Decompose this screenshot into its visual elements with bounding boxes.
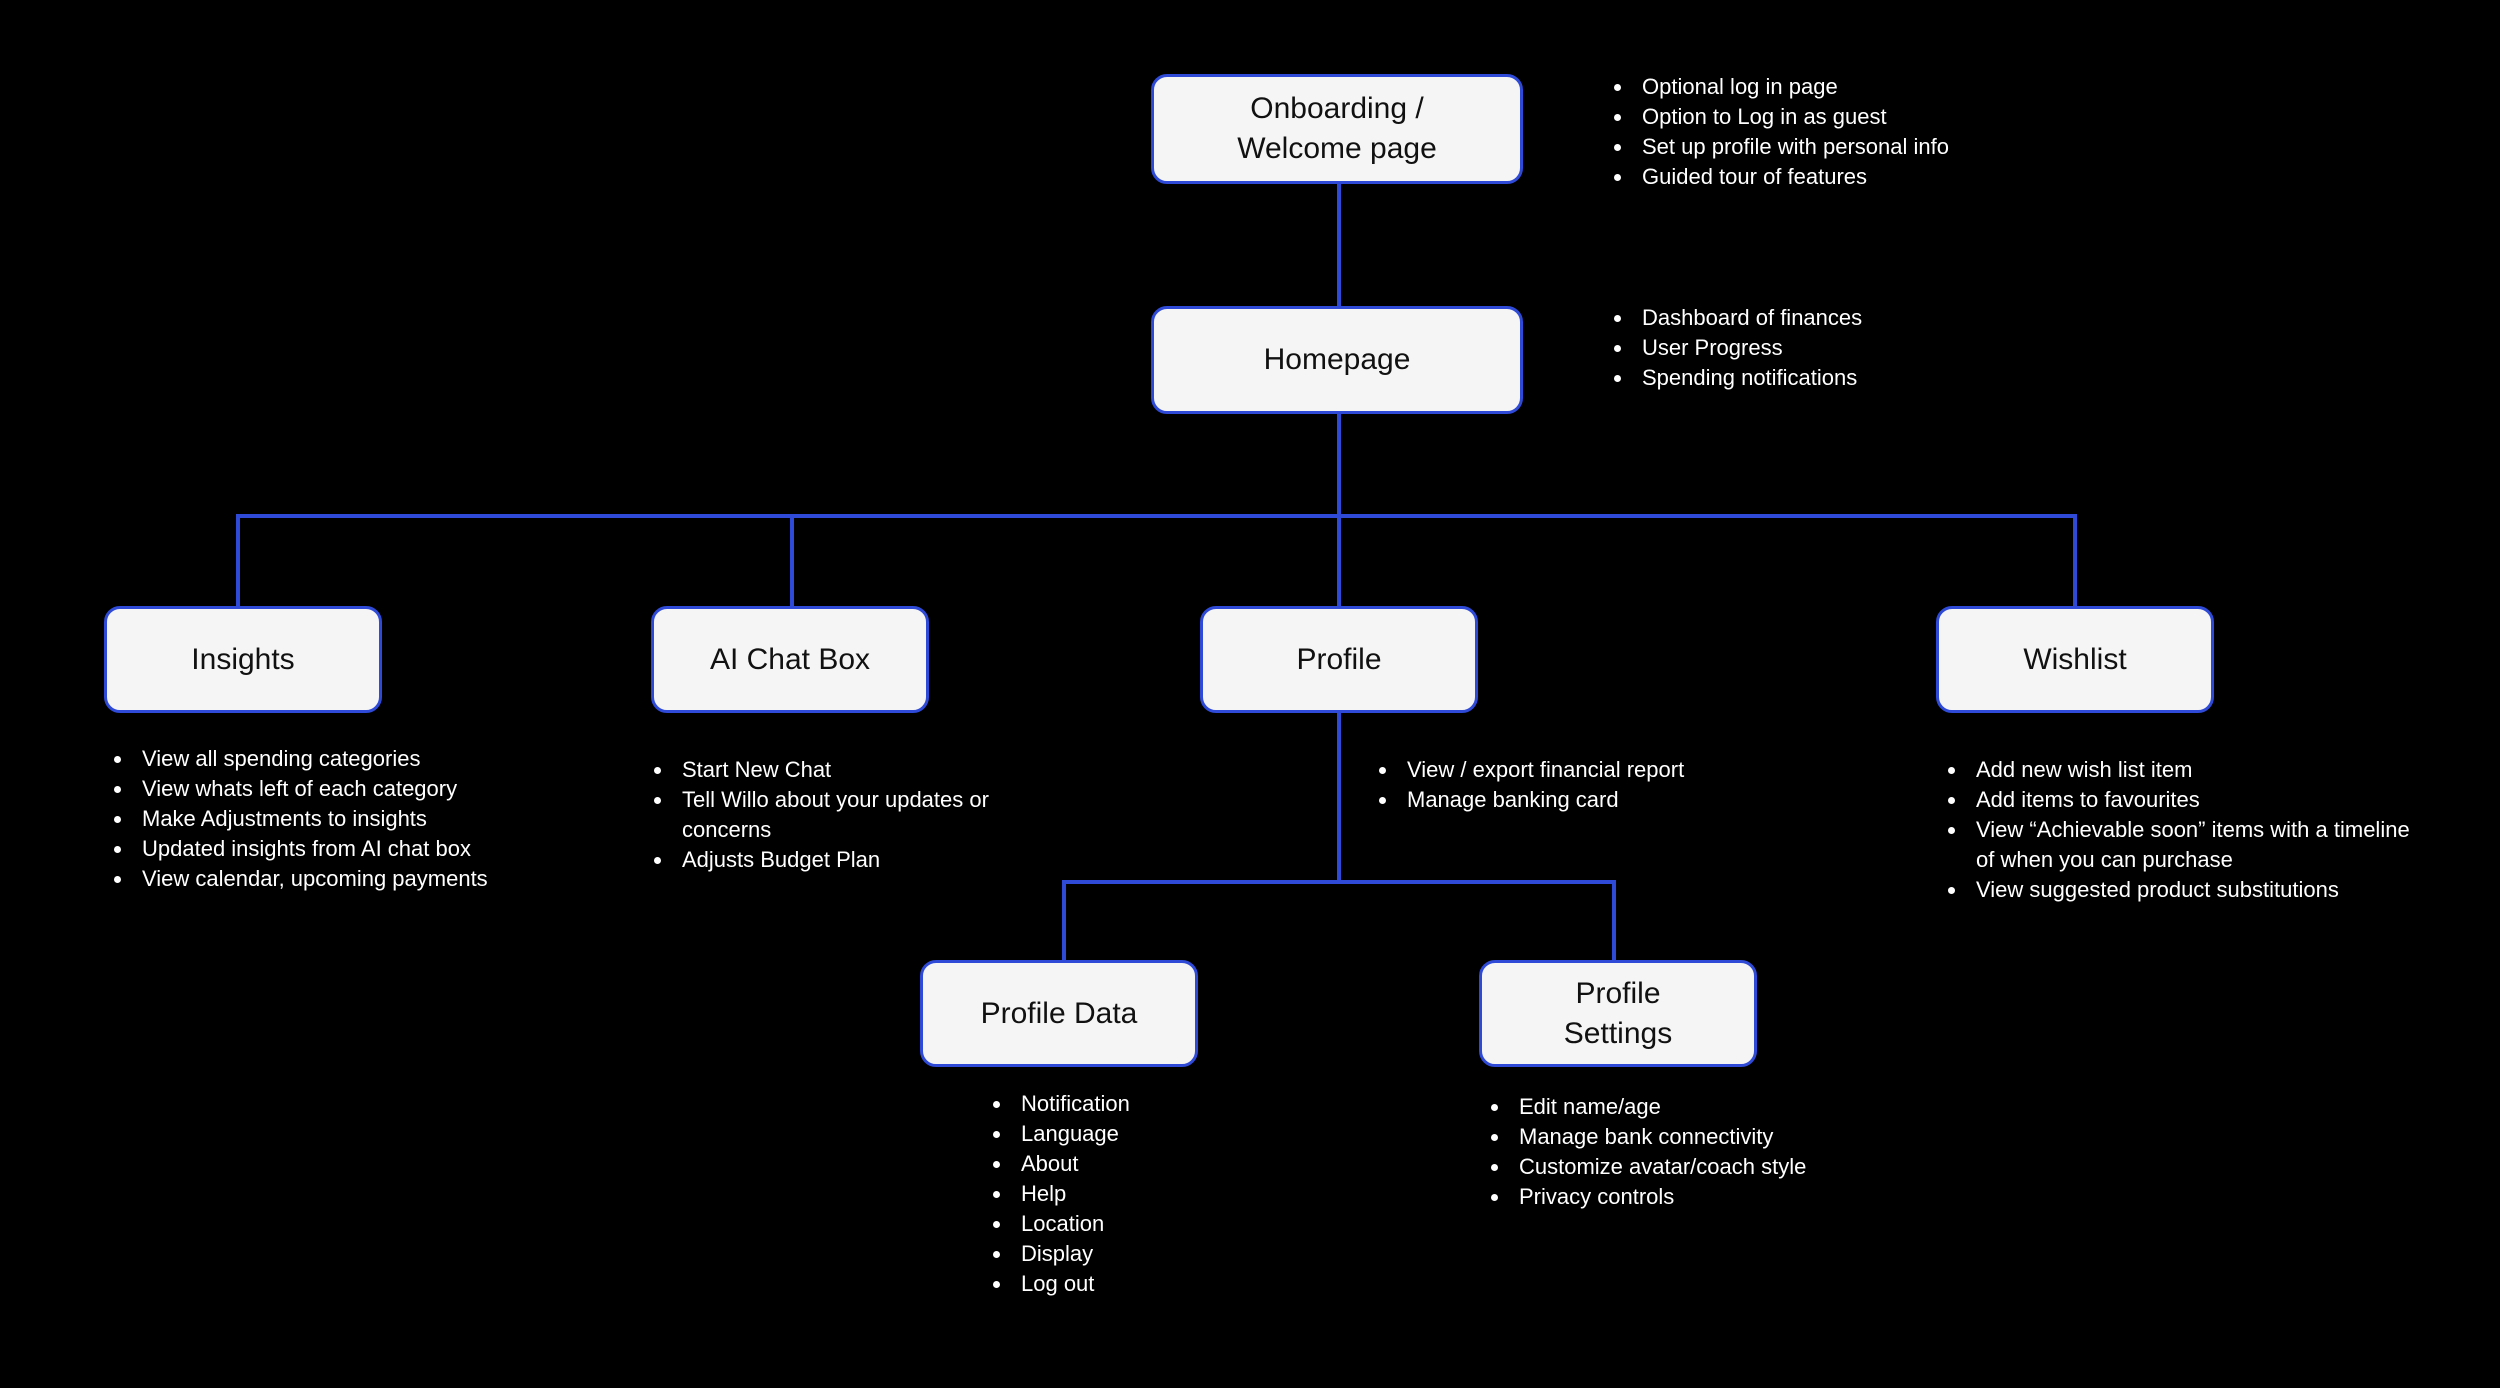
note-item: View suggested product substitutions bbox=[1968, 875, 2418, 905]
note-item: Adjusts Budget Plan bbox=[674, 845, 1004, 875]
note-item: Customize avatar/coach style bbox=[1511, 1152, 1931, 1182]
node-homepage: Homepage bbox=[1151, 306, 1523, 414]
node-onboarding-line-2: Welcome page bbox=[1237, 132, 1437, 165]
node-wishlist-label: Wishlist bbox=[2023, 642, 2127, 676]
node-ai-chat-box-label: AI Chat Box bbox=[709, 642, 871, 676]
note-item: View all spending categories bbox=[134, 744, 574, 774]
note-item: About bbox=[1013, 1149, 1273, 1179]
node-wishlist: Wishlist bbox=[1936, 606, 2214, 713]
note-item: View whats left of each category bbox=[134, 774, 574, 804]
note-item: Display bbox=[1013, 1239, 1273, 1269]
node-insights-label: Insights bbox=[191, 642, 295, 676]
note-item: Privacy controls bbox=[1511, 1182, 1931, 1212]
notes-profile: View / export financial report Manage ba… bbox=[1377, 755, 1859, 815]
note-item: Edit name/age bbox=[1511, 1092, 1931, 1122]
note-item: Location bbox=[1013, 1209, 1273, 1239]
note-item: Option to Log in as guest bbox=[1634, 102, 2194, 132]
node-profile-settings: Profile Settings bbox=[1479, 960, 1757, 1067]
notes-ai-chat-box: Start New Chat Tell Willo about your upd… bbox=[652, 755, 1004, 875]
note-item: Help bbox=[1013, 1179, 1273, 1209]
node-profile-settings-line-1: Profile bbox=[1575, 976, 1661, 1010]
note-item: Manage banking card bbox=[1399, 785, 1859, 815]
node-homepage-label: Homepage bbox=[1263, 343, 1411, 376]
node-profile-data-label: Profile Data bbox=[980, 996, 1138, 1030]
note-item: User Progress bbox=[1634, 333, 2194, 363]
note-item: Guided tour of features bbox=[1634, 162, 2194, 192]
node-insights: Insights bbox=[104, 606, 382, 713]
note-item: Manage bank connectivity bbox=[1511, 1122, 1931, 1152]
notes-insights: View all spending categories View whats … bbox=[112, 744, 574, 894]
node-onboarding: Onboarding / Welcome page bbox=[1151, 74, 1523, 184]
note-item: Make Adjustments to insights bbox=[134, 804, 574, 834]
note-item: Add new wish list item bbox=[1968, 755, 2418, 785]
node-profile-label: Profile bbox=[1296, 642, 1382, 676]
notes-wishlist: Add new wish list item Add items to favo… bbox=[1946, 755, 2418, 905]
notes-profile-data: Notification Language About Help Locatio… bbox=[991, 1089, 1273, 1299]
note-item: Language bbox=[1013, 1119, 1273, 1149]
note-item: Spending notifications bbox=[1634, 363, 2194, 393]
note-item: View calendar, upcoming payments bbox=[134, 864, 574, 894]
notes-onboarding: Optional log in page Option to Log in as… bbox=[1612, 72, 2194, 192]
note-item: View / export financial report bbox=[1399, 755, 1859, 785]
node-profile-data: Profile Data bbox=[920, 960, 1198, 1067]
note-item: Log out bbox=[1013, 1269, 1273, 1299]
note-item: Dashboard of finances bbox=[1634, 303, 2194, 333]
note-item: Tell Willo about your updates or concern… bbox=[674, 785, 1004, 845]
note-item: Start New Chat bbox=[674, 755, 1004, 785]
note-item: Optional log in page bbox=[1634, 72, 2194, 102]
notes-homepage: Dashboard of finances User Progress Spen… bbox=[1612, 303, 2194, 393]
node-ai-chat-box: AI Chat Box bbox=[651, 606, 929, 713]
node-profile-settings-line-2: Settings bbox=[1563, 1016, 1673, 1050]
note-item: Add items to favourites bbox=[1968, 785, 2418, 815]
notes-profile-settings: Edit name/age Manage bank connectivity C… bbox=[1489, 1092, 1931, 1212]
node-onboarding-line-1: Onboarding / bbox=[1250, 92, 1424, 125]
node-profile: Profile bbox=[1200, 606, 1478, 713]
note-item: Updated insights from AI chat box bbox=[134, 834, 574, 864]
note-item: Set up profile with personal info bbox=[1634, 132, 2194, 162]
note-item: View “Achievable soon” items with a time… bbox=[1968, 815, 2418, 875]
note-item: Notification bbox=[1013, 1089, 1273, 1119]
